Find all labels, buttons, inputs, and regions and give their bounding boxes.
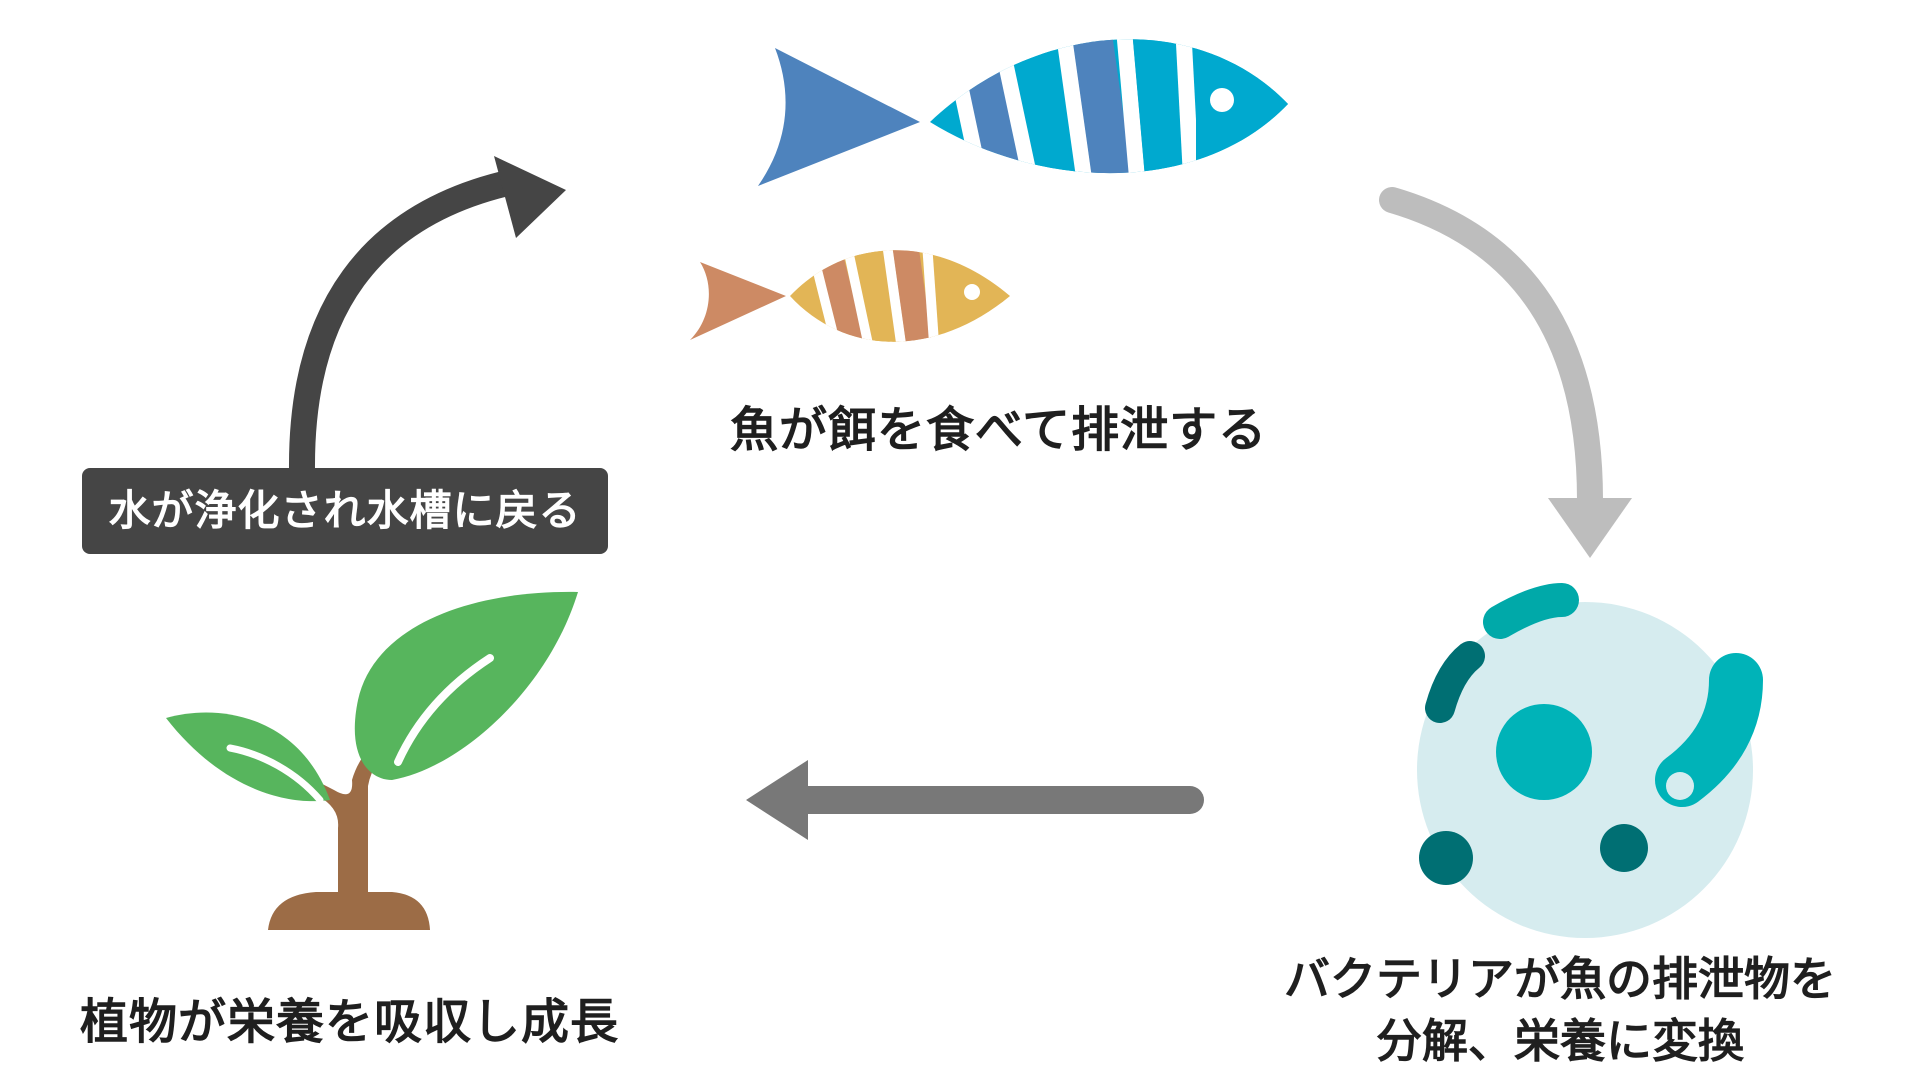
bacteria-step-caption: バクテリアが魚の排泄物を 分解、栄養に変換 [1250, 948, 1870, 1072]
water-return-label: 水が浄化され水槽に戻る [82, 468, 608, 554]
bacteria-caption-line2: 分解、栄養に変換 [1376, 1014, 1744, 1068]
bacteria-caption-line1: バクテリアが魚の排泄物を [1284, 952, 1836, 1006]
plant-step-caption: 植物が栄養を吸収し成長 [80, 994, 620, 1050]
arrow-plant-to-fish [288, 156, 566, 483]
arrow-fish-to-bacteria [1379, 187, 1632, 558]
big-fish-icon [758, 39, 1288, 186]
seedling-icon [166, 591, 578, 930]
arrow-bacteria-to-plant [746, 760, 1204, 840]
bacteria-icon [1417, 583, 1763, 938]
small-fish-icon [690, 250, 1010, 342]
fish-step-caption: 魚が餌を食べて排泄する [730, 402, 1268, 458]
